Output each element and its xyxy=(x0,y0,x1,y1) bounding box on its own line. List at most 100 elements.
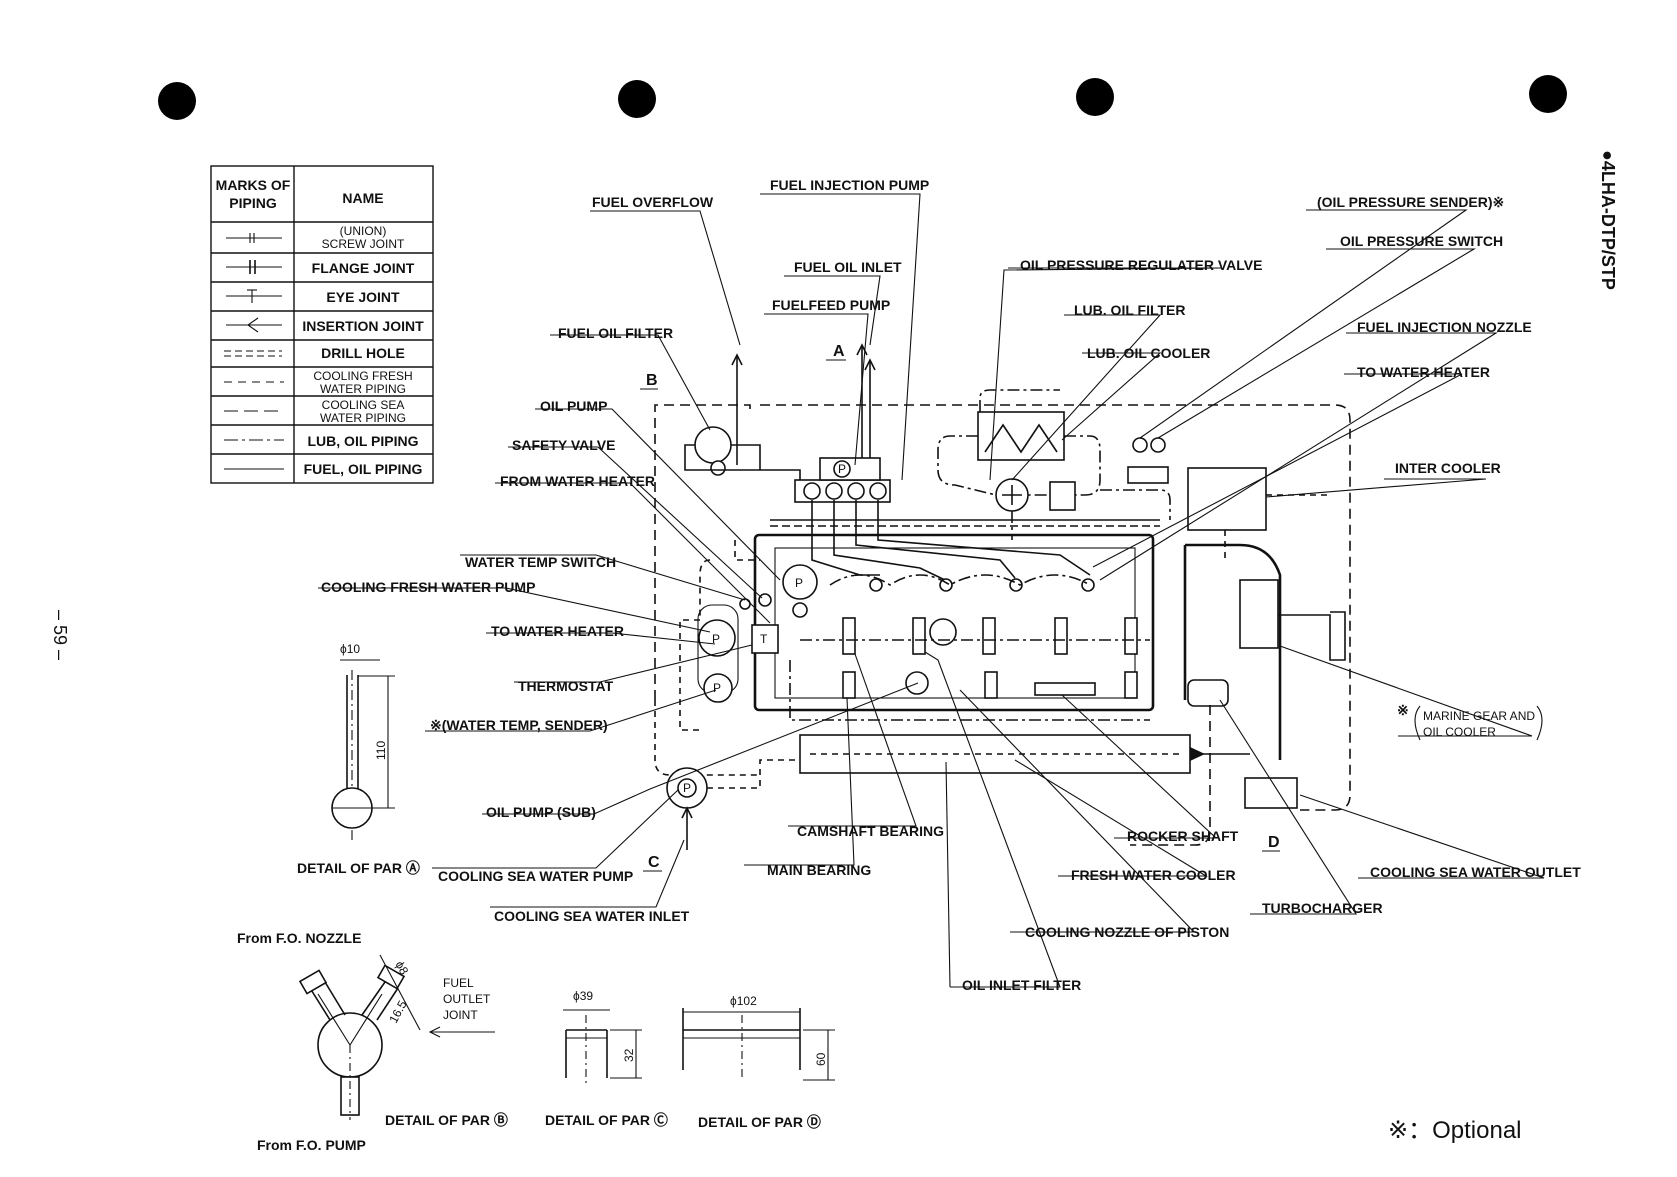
part-marker-c: C xyxy=(648,854,660,871)
binder-hole-3 xyxy=(1076,78,1114,116)
label-cooling-fresh-water-pump: COOLING FRESH WATER PUMP xyxy=(321,579,535,595)
svg-text:P: P xyxy=(795,576,803,590)
detail-b-joint-3: JOINT xyxy=(443,1008,478,1022)
label-fuel-oil-filter: FUEL OIL FILTER xyxy=(558,325,673,341)
detail-d: ϕ102 60 DETAIL OF PAR Ⓓ xyxy=(682,994,835,1130)
part-marker-b: B xyxy=(646,372,658,389)
label-from-water-heater: FROM WATER HEATER xyxy=(500,473,655,489)
turbocharger-body xyxy=(1187,679,1229,707)
main-bearings xyxy=(842,671,1138,699)
label-thermostat: THERMOSTAT xyxy=(518,678,614,694)
cooling-fresh-water-pump-symbol xyxy=(698,619,736,657)
legend-name-insertion: INSERTION JOINT xyxy=(302,318,424,334)
label-camshaft-bearing: CAMSHAFT BEARING xyxy=(797,823,944,839)
fuel-feed-pump-symbol xyxy=(833,460,851,478)
injection-nozzles xyxy=(869,578,1095,592)
label-fresh-water-cooler: FRESH WATER COOLER xyxy=(1071,867,1236,883)
legend-name-sea-2: WATER PIPING xyxy=(320,411,406,425)
label-oil-pressure-sender: (OIL PRESSURE SENDER)※ xyxy=(1317,194,1504,210)
legend-mark-eye xyxy=(226,289,282,303)
detail-d-height: 60 xyxy=(814,1052,828,1066)
inter-cooler-body xyxy=(1187,467,1267,531)
detail-c-dia: ϕ39 xyxy=(573,989,593,1003)
piping-legend-table: MARKS OF PIPING NAME (UNION) SCREW JOINT… xyxy=(210,165,434,484)
label-oil-inlet-filter: OIL INLET FILTER xyxy=(962,977,1081,993)
thermostat-body xyxy=(751,624,779,654)
detail-b-caption: DETAIL OF PAR Ⓑ xyxy=(385,1112,508,1128)
label-lub-oil-cooler: LUB. OIL COOLER xyxy=(1087,345,1210,361)
oil-pressure-sender-symbol xyxy=(1132,437,1148,453)
leader-lines xyxy=(318,193,1545,988)
legend-name-lub: LUB, OIL PIPING xyxy=(308,433,419,449)
label-safety-valve: SAFETY VALVE xyxy=(512,437,615,453)
detail-b: From F.O. NOZZLE ϕ8 16.5 FUEL OUTLET JOI… xyxy=(237,930,508,1153)
part-marker-d: D xyxy=(1268,834,1280,851)
label-oil-pump-sub: OIL PUMP (SUB) xyxy=(486,804,596,820)
svg-text:P: P xyxy=(838,462,846,476)
oil-pressure-switch-symbol xyxy=(1150,437,1166,453)
camshaft-bearings xyxy=(842,617,1138,655)
label-water-temp-switch: WATER TEMP SWITCH xyxy=(465,554,616,570)
legend-header-marks-2: PIPING xyxy=(229,195,277,211)
legend-name-sea-1: COOLING SEA xyxy=(322,398,405,412)
injection-pump-elements xyxy=(803,482,887,500)
detail-b-from-nozzle: From F.O. NOZZLE xyxy=(237,930,361,946)
legend-name-screw-2: SCREW JOINT xyxy=(322,237,405,251)
label-oil-pump: OIL PUMP xyxy=(540,398,607,414)
detail-a-caption: DETAIL OF PAR Ⓐ xyxy=(297,860,420,876)
label-turbocharger: TURBOCHARGER xyxy=(1262,900,1383,916)
label-marine-gear-1: MARINE GEAR AND xyxy=(1423,709,1535,723)
component-labels: FUEL OVERFLOW FUEL INJECTION PUMP FUEL O… xyxy=(321,177,1581,993)
oil-inlet-filter-symbol xyxy=(929,618,957,646)
label-water-temp-sender: ※(WATER TEMP, SENDER) xyxy=(430,717,608,733)
optional-note: ※：Optional xyxy=(1388,1117,1522,1144)
detail-b-joint-2: OUTLET xyxy=(443,992,491,1006)
label-oil-pressure-switch: OIL PRESSURE SWITCH xyxy=(1340,233,1503,249)
legend-header-marks-1: MARKS OF xyxy=(216,177,291,193)
oil-pressure-regulater-valve-body xyxy=(1049,481,1076,511)
legend-mark-drill xyxy=(224,350,282,357)
safety-valve-symbol xyxy=(758,593,772,607)
binder-hole-4 xyxy=(1529,75,1567,113)
oil-pump-symbol xyxy=(782,564,818,600)
label-cooling-sea-water-pump: COOLING SEA WATER PUMP xyxy=(438,868,633,884)
legend-mark-insertion xyxy=(226,317,282,333)
svg-text:P: P xyxy=(712,632,720,646)
detail-a: ϕ10 110 DETAIL OF PAR Ⓐ xyxy=(297,642,420,876)
label-marine-gear-2: OIL COOLER xyxy=(1423,725,1496,739)
binder-holes xyxy=(158,75,1567,120)
detail-b-from-pump: From F.O. PUMP xyxy=(257,1137,366,1153)
legend-name-flange: FLANGE JOINT xyxy=(312,260,415,276)
label-oil-pressure-regulater-valve: OIL PRESSURE REGULATER VALVE xyxy=(1020,257,1262,273)
binder-hole-1 xyxy=(158,82,196,120)
legend-name-fuel: FUEL, OIL PIPING xyxy=(304,461,423,477)
label-fuel-overflow: FUEL OVERFLOW xyxy=(592,194,714,210)
binder-hole-2 xyxy=(618,80,656,118)
detail-b-dia: ϕ8 xyxy=(392,959,411,978)
label-to-water-heater-left: TO WATER HEATER xyxy=(491,623,624,639)
fuel-filter-symbol xyxy=(694,426,732,464)
detail-a-dia: ϕ10 xyxy=(340,642,360,656)
svg-text:T: T xyxy=(760,632,768,646)
label-fuelfeed-pump: FUELFEED PUMP xyxy=(772,297,890,313)
detail-b-length: 16.5 xyxy=(386,998,409,1025)
legend-name-fresh-1: COOLING FRESH xyxy=(313,369,412,383)
label-rocker-shaft: ROCKER SHAFT xyxy=(1127,828,1239,844)
detail-c-height: 32 xyxy=(622,1048,636,1062)
turbo-sea-outlet-box xyxy=(1244,777,1298,809)
label-cooling-sea-water-outlet: COOLING SEA WATER OUTLET xyxy=(1370,864,1581,880)
rocker-shaft-body xyxy=(1034,682,1096,696)
label-fuel-injection-nozzle: FUEL INJECTION NOZZLE xyxy=(1357,319,1532,335)
legend-name-screw-1: (UNION) xyxy=(340,224,387,238)
detail-c: ϕ39 32 DETAIL OF PAR Ⓒ xyxy=(545,989,668,1128)
legend-name-fresh-2: WATER PIPING xyxy=(320,382,406,396)
detail-c-caption: DETAIL OF PAR Ⓒ xyxy=(545,1112,668,1128)
label-lub-oil-filter: LUB. OIL FILTER xyxy=(1074,302,1185,318)
detail-d-dia: ϕ102 xyxy=(730,994,757,1008)
part-marker-a: A xyxy=(833,343,845,360)
label-inter-cooler: INTER COOLER xyxy=(1395,460,1501,476)
detail-d-caption: DETAIL OF PAR Ⓓ xyxy=(698,1114,821,1130)
label-cooling-sea-water-inlet: COOLING SEA WATER INLET xyxy=(494,908,690,924)
water-temp-switch-symbol xyxy=(739,598,751,610)
